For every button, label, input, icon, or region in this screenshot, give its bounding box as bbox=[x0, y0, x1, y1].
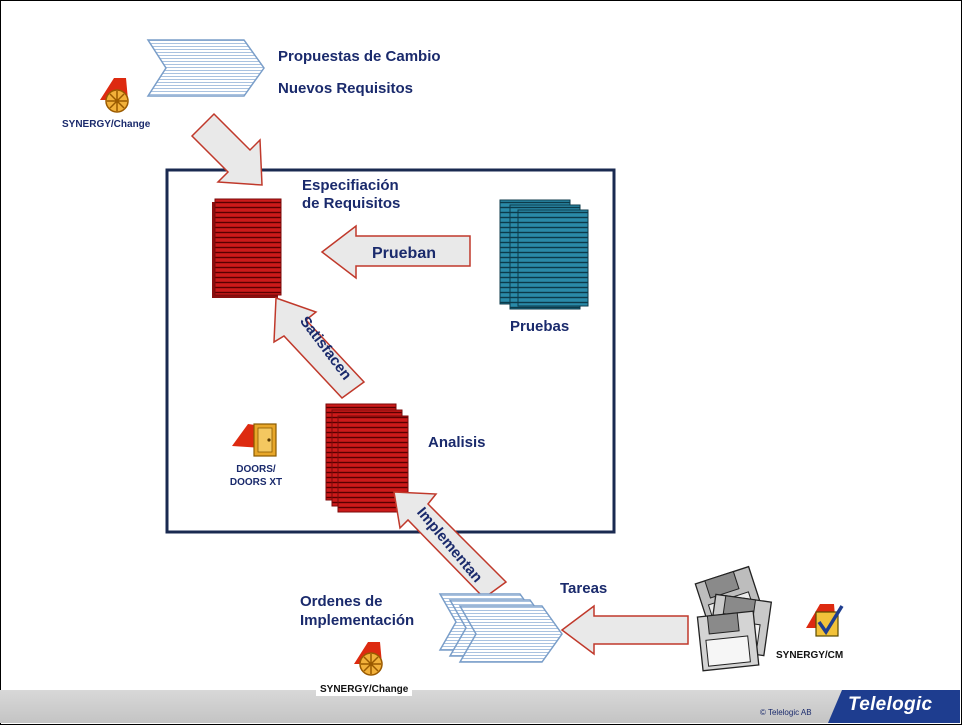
label-synergy-cm: SYNERGY/CM bbox=[776, 650, 844, 661]
synergy-change-icon-bottom bbox=[354, 642, 383, 676]
requirements-document bbox=[212, 198, 282, 298]
tests-documents bbox=[499, 199, 589, 310]
label-tareas: Tareas bbox=[560, 580, 608, 597]
arrow-proposals-to-requirements bbox=[190, 112, 263, 186]
label-synergy-change-bottom: SYNERGY/Change bbox=[316, 684, 413, 696]
arrow-satisfacen: Satisfacen bbox=[273, 296, 366, 399]
copyright-text: © Telelogic AB bbox=[760, 708, 812, 717]
arrow-label-implementan: Implementan bbox=[413, 504, 486, 586]
floppy-disks-icon bbox=[694, 565, 773, 672]
label-nuevos-requisitos: Nuevos Requisitos bbox=[278, 80, 414, 97]
arrow-tareas bbox=[560, 604, 689, 656]
footer-band bbox=[0, 690, 960, 723]
label-especificacion-2: de Requisitos bbox=[302, 195, 401, 212]
change-proposal-chevron bbox=[146, 39, 265, 97]
process-frame bbox=[165, 168, 616, 534]
label-especificacion-1: Especifiación bbox=[302, 177, 399, 194]
label-ordenes-2: Implementación bbox=[300, 612, 415, 629]
telelogic-logo-box bbox=[828, 690, 960, 723]
label-propuestas: Propuestas de Cambio bbox=[278, 48, 441, 65]
synergy-change-icon bbox=[100, 78, 129, 113]
label-doors-1: DOORS/ bbox=[236, 464, 276, 475]
label-doors-2: DOORS XT bbox=[229, 477, 283, 488]
synergy-cm-icon bbox=[806, 604, 844, 637]
label-ordenes-1: Ordenes de bbox=[300, 593, 383, 610]
label-analisis: Analisis bbox=[428, 434, 486, 451]
arrow-prueban: Prueban bbox=[320, 224, 471, 280]
implementation-orders-chevrons bbox=[438, 593, 563, 663]
label-pruebas: Pruebas bbox=[510, 318, 570, 335]
arrow-label-prueban: Prueban bbox=[372, 245, 436, 262]
doors-icon bbox=[232, 423, 277, 457]
arrow-implementan: Implementan bbox=[393, 491, 508, 599]
label-synergy-change-top: SYNERGY/Change bbox=[62, 119, 151, 130]
telelogic-logo: Telelogic bbox=[848, 694, 933, 715]
